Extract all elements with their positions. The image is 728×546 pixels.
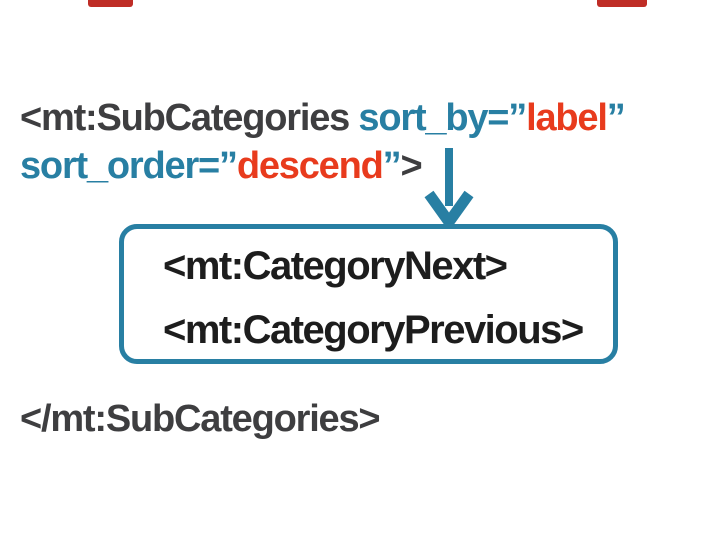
loop-body-box: <mt:CategoryNext> <mt:CategoryPrevious>	[119, 224, 618, 364]
sort-order-value-text: descend	[236, 145, 384, 187]
code-open-line-1: <mt:SubCategories sort_by=”label”	[20, 94, 626, 142]
sort-by-attr-text: sort_by=”	[358, 97, 527, 139]
code-category-previous: <mt:CategoryPrevious>	[163, 308, 584, 352]
red-crop-mark-left	[88, 0, 133, 7]
tag-close-bracket: >	[400, 145, 422, 187]
code-open-line-2: sort_order=”descend”>	[20, 142, 625, 190]
red-crop-mark-right	[597, 0, 647, 7]
sort-by-close-quote: ”	[606, 97, 626, 139]
tag-name-text: <mt:SubCategories	[20, 97, 359, 139]
code-opening-tag: <mt:SubCategories sort_by=”label” sort_o…	[20, 94, 626, 190]
code-category-next: <mt:CategoryNext>	[163, 244, 508, 288]
sort-by-value-text: label	[526, 97, 608, 139]
sort-order-attr-text: sort_order=”	[20, 145, 238, 187]
down-arrow-icon	[424, 148, 474, 226]
code-closing-tag: </mt:SubCategories>	[20, 398, 381, 440]
sort-order-close-quote: ”	[382, 145, 402, 187]
